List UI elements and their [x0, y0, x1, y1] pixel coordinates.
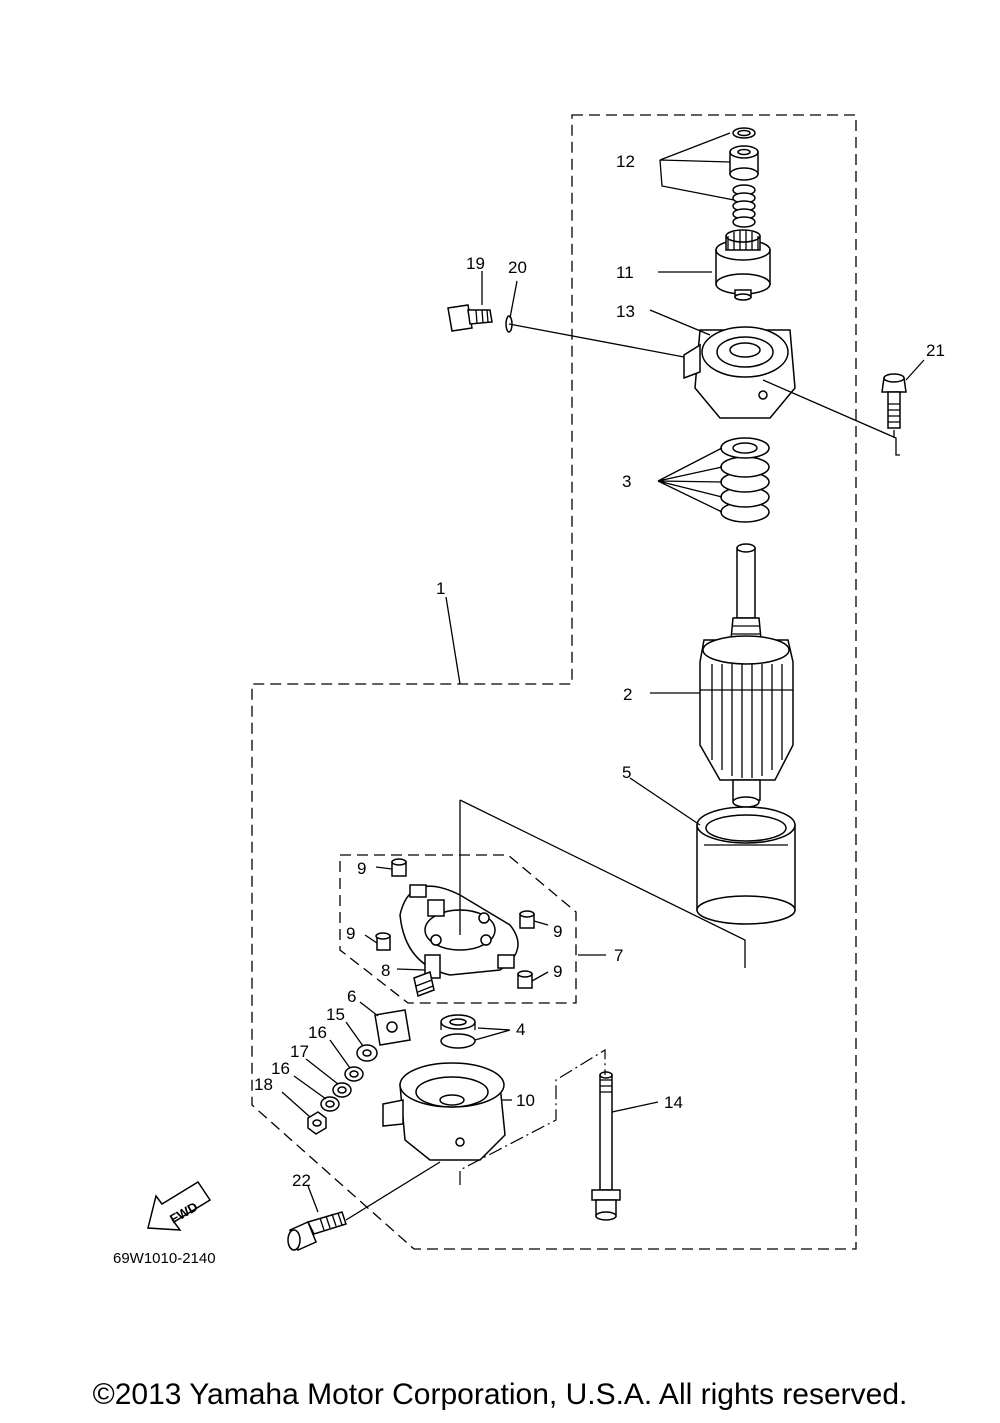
- part-14-through-bolt: [591, 1071, 621, 1221]
- callout-12: 12: [616, 152, 635, 171]
- part-16-washer-a: [344, 1066, 364, 1082]
- leader-lines: [281, 132, 925, 1221]
- callout-7: 7: [614, 946, 623, 965]
- callout-19: 19: [466, 254, 485, 273]
- part-22-bolt: [287, 1211, 347, 1252]
- part-16-washer-b: [320, 1096, 340, 1112]
- callout-1: 1: [436, 579, 445, 598]
- callout-16a: 16: [308, 1023, 327, 1042]
- part-3-thrust-washers: [720, 437, 770, 523]
- part-12-pinion-stopper-set: [729, 127, 759, 228]
- callout-5: 5: [622, 763, 631, 782]
- callout-11: 11: [616, 263, 634, 282]
- callout-18: 18: [254, 1075, 273, 1094]
- part-5-yoke: [696, 806, 796, 925]
- callout-9d: 9: [553, 962, 562, 981]
- callout-10: 10: [516, 1091, 535, 1110]
- part-18-nut: [307, 1111, 327, 1135]
- part-21-bolt: [881, 373, 907, 429]
- part-11-pinion: [715, 229, 771, 301]
- callout-20: 20: [508, 258, 527, 277]
- callout-22: 22: [292, 1171, 311, 1190]
- callout-14: 14: [664, 1093, 683, 1112]
- callout-15: 15: [326, 1005, 345, 1024]
- callout-9b: 9: [346, 924, 355, 943]
- callout-2: 2: [623, 685, 632, 704]
- part-8-brush-holder: [399, 884, 519, 998]
- brush-holder-boundary: [339, 854, 577, 1004]
- part-6-terminal-holder: [374, 1009, 411, 1046]
- part-15-washer: [356, 1044, 378, 1062]
- callout-9c: 9: [553, 922, 562, 941]
- part-9-brush-c: [519, 910, 535, 929]
- part-17-washer: [332, 1082, 352, 1098]
- diagram-code: 69W1010-2140: [113, 1250, 216, 1267]
- part-2-armature: [699, 543, 794, 808]
- part-19-bolt: [447, 304, 493, 332]
- part-9-brush-a: [391, 858, 407, 877]
- callout-16b: 16: [271, 1059, 290, 1078]
- callout-9a: 9: [357, 859, 366, 878]
- callout-13: 13: [616, 302, 635, 321]
- part-4-grommets: [440, 1014, 476, 1049]
- part-9-brush-d: [517, 970, 533, 989]
- part-9-brush-b: [375, 932, 391, 951]
- callout-4: 4: [516, 1020, 525, 1039]
- fwd-arrow-icon: FWD: [147, 1180, 212, 1231]
- callout-17: 17: [290, 1042, 309, 1061]
- copyright-notice: ©2013 Yamaha Motor Corporation, U.S.A. A…: [92, 1378, 908, 1411]
- part-10-rear-cover: [382, 1062, 506, 1161]
- assembly-boundary: [251, 114, 857, 1250]
- callout-8: 8: [381, 961, 390, 980]
- callout-21: 21: [926, 341, 945, 360]
- part-13-front-bracket: [683, 326, 796, 419]
- callout-6: 6: [347, 987, 356, 1006]
- callout-3: 3: [622, 472, 631, 491]
